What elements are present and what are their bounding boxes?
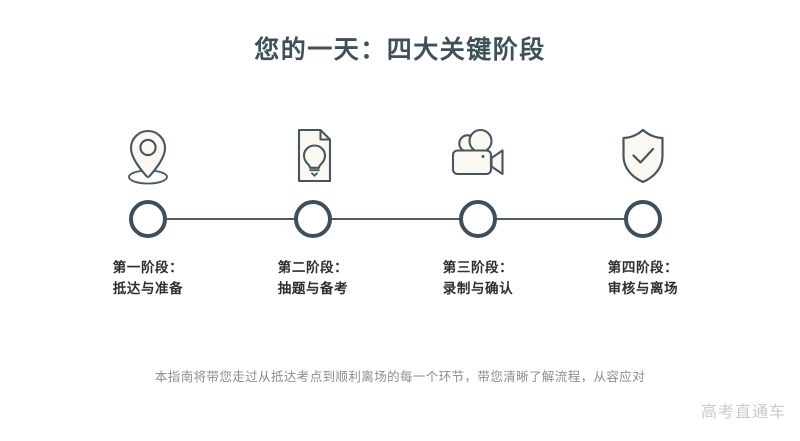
timeline-stage-2[interactable]: 第二阶段： 抽题与备考 [228, 112, 398, 322]
timeline-node-4[interactable] [624, 200, 662, 238]
stage-label-bottom: 抵达与准备 [112, 281, 184, 296]
stage-label-bottom: 抽题与备考 [277, 281, 349, 296]
stage-label-top: 第二阶段： [277, 260, 349, 275]
timeline-stage-3[interactable]: 第三阶段： 录制与确认 [393, 112, 563, 322]
stage-label-top: 第一阶段： [112, 260, 184, 275]
footer-note: 本指南将带您走过从抵达考点到顺利离场的每一个环节，带您清晰了解流程，从容应对 [154, 370, 646, 384]
stage-label-top: 第三阶段： [442, 260, 514, 275]
timeline-node-1[interactable] [129, 200, 167, 238]
timeline-diagram: 第一阶段： 抵达与准备 第二阶段： 抽题与备考 [0, 112, 800, 322]
document-lightbulb-icon [228, 120, 398, 192]
video-camera-icon [393, 120, 563, 192]
timeline-stage-4-labels: 第四阶段： 审核与离场 [558, 257, 728, 299]
timeline-stage-1-labels: 第一阶段： 抵达与准备 [63, 257, 233, 299]
watermark: 高考直通车 [700, 404, 786, 421]
page-title: 您的一天：四大关键阶段 [254, 36, 546, 64]
stage-label-bottom: 审核与离场 [607, 281, 679, 296]
shield-check-icon [558, 120, 728, 192]
timeline-stage-3-labels: 第三阶段： 录制与确认 [393, 257, 563, 299]
stage-label-top: 第四阶段： [607, 260, 679, 275]
timeline-node-2[interactable] [294, 200, 332, 238]
timeline-stage-1[interactable]: 第一阶段： 抵达与准备 [63, 112, 233, 322]
timeline-connector-line [148, 218, 652, 220]
timeline-node-3[interactable] [459, 200, 497, 238]
timeline-stage-2-labels: 第二阶段： 抽题与备考 [228, 257, 398, 299]
location-pin-icon [63, 120, 233, 192]
stage-label-bottom: 录制与确认 [442, 281, 514, 296]
timeline-stage-4[interactable]: 第四阶段： 审核与离场 [558, 112, 728, 322]
